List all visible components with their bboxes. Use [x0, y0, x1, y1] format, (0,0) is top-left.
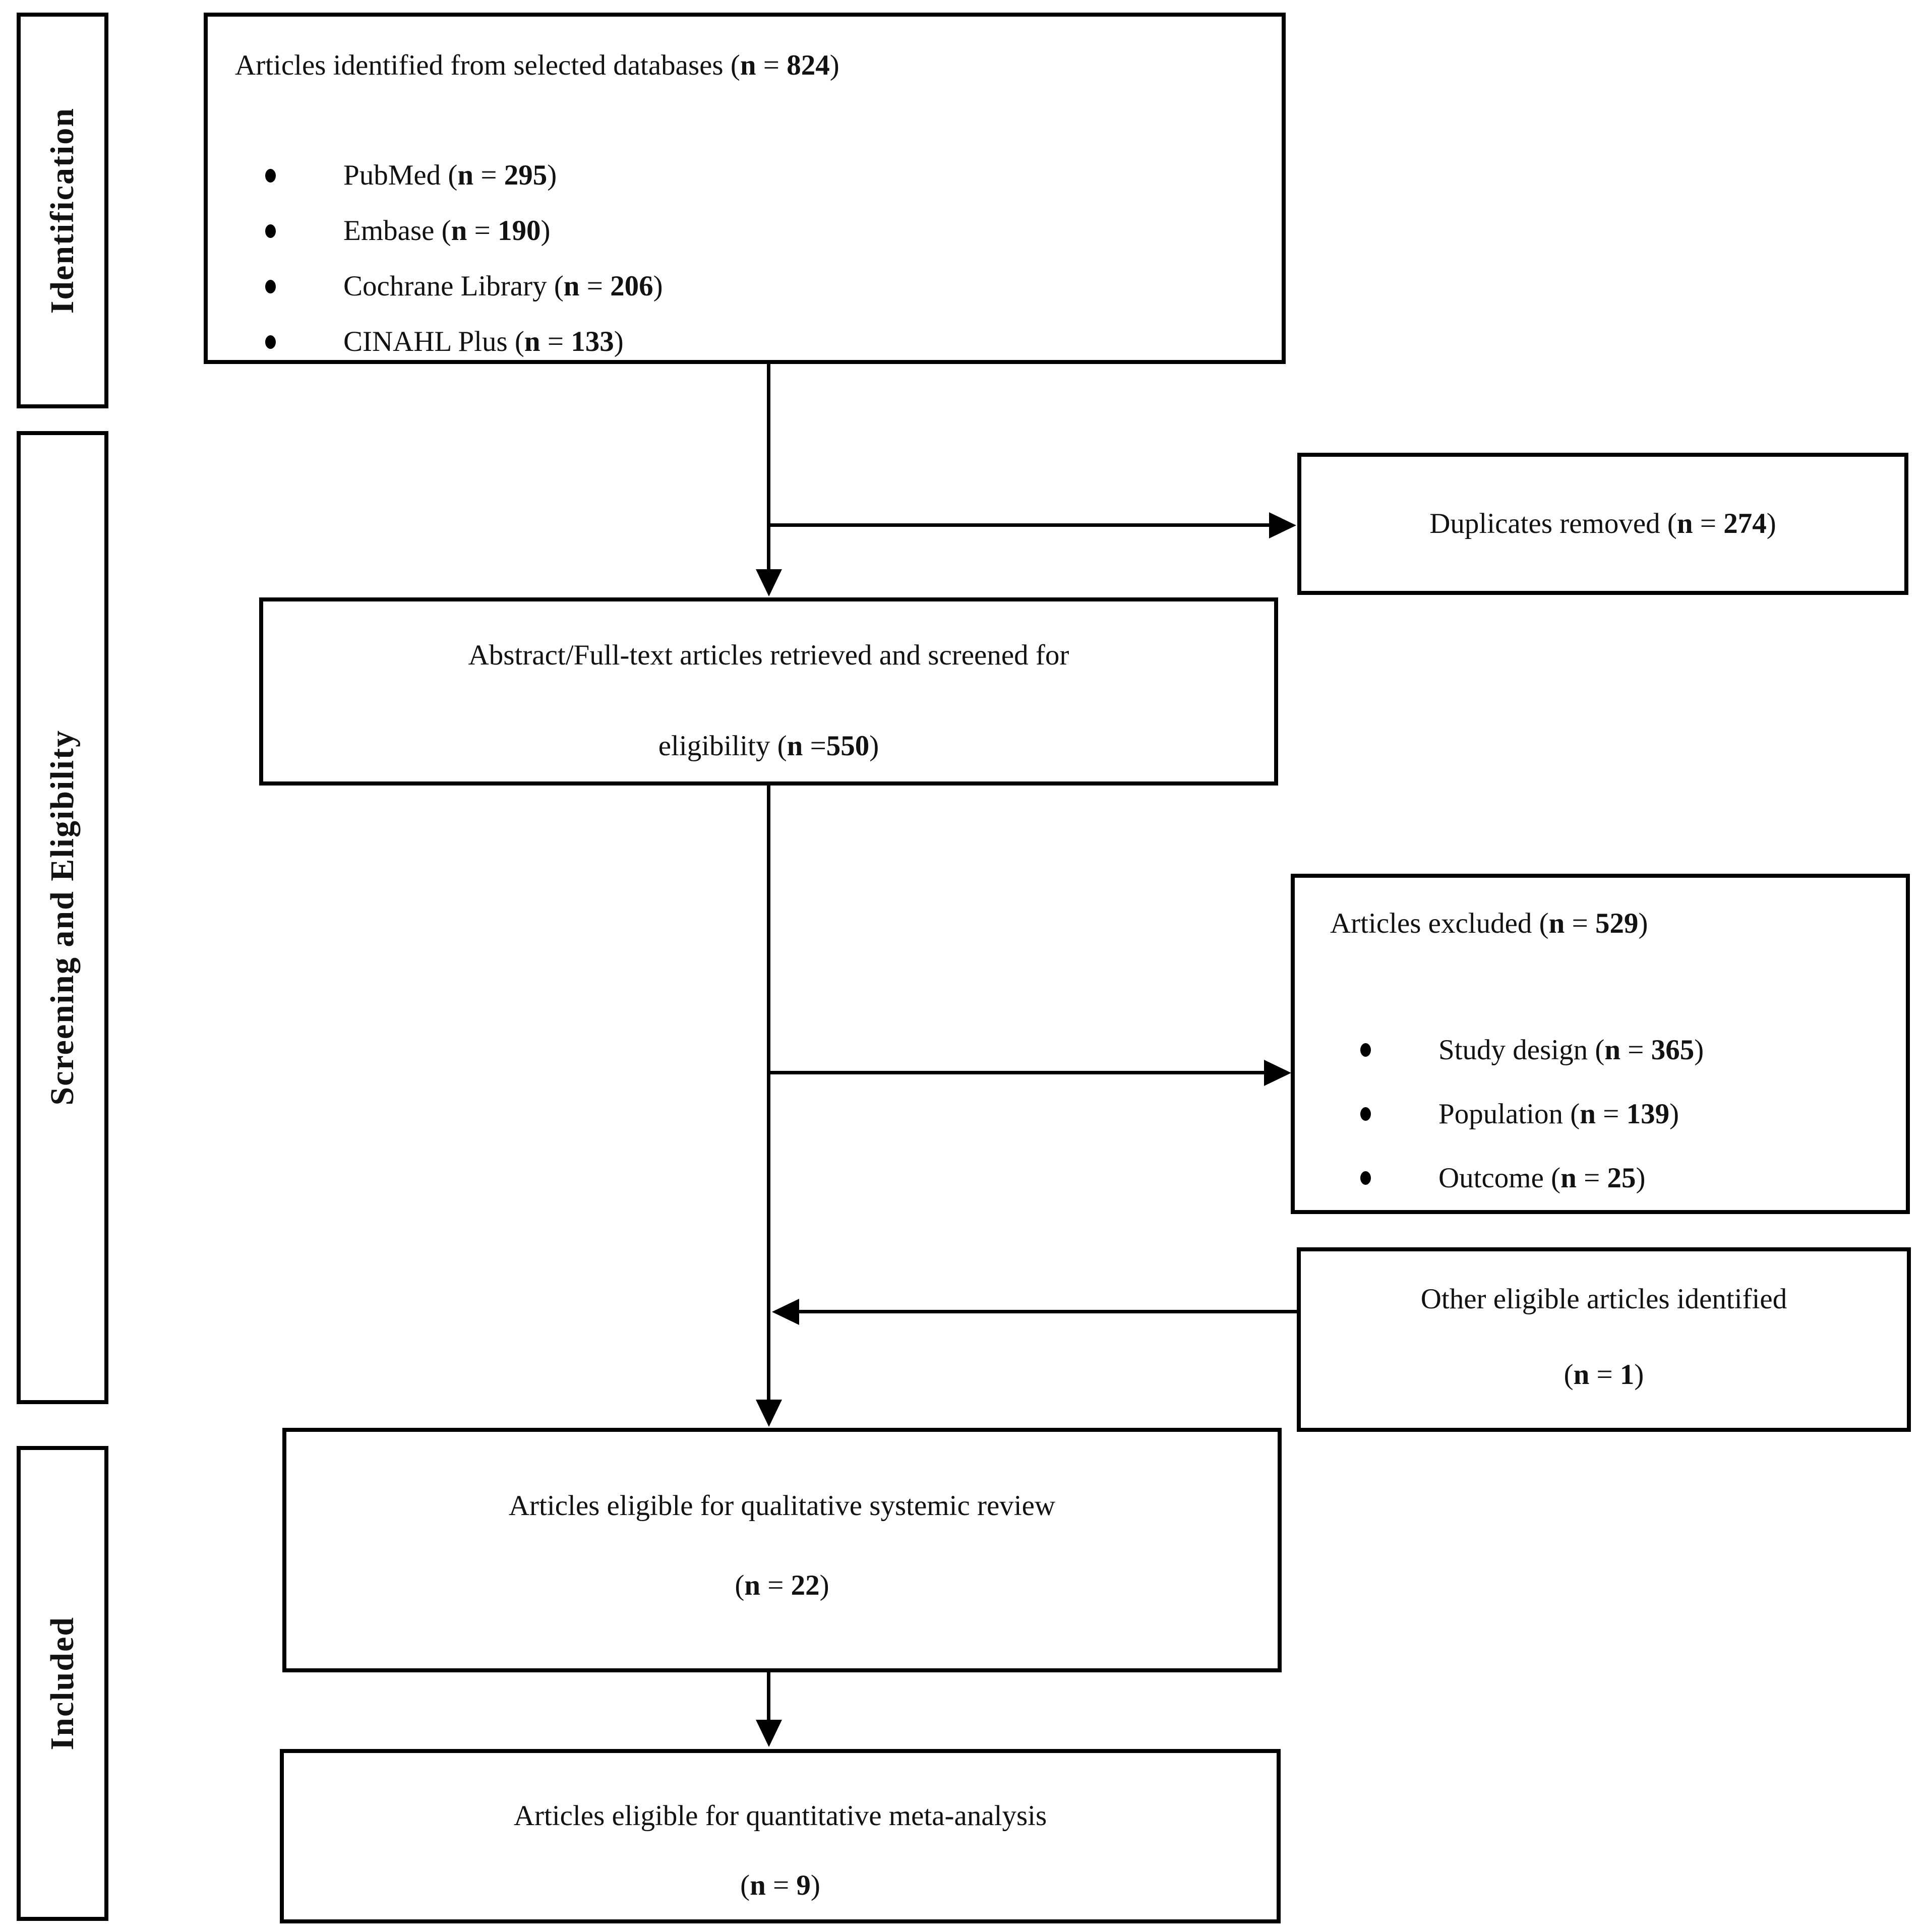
list-item-label: Cochrane Library (n = 206) — [343, 270, 663, 302]
screened-line1: Abstract/Full-text articles retrieved an… — [468, 639, 1069, 671]
list-item-label: Outcome (n = 25) — [1438, 1162, 1646, 1194]
other-eligible-line1: Other eligible articles identified — [1420, 1283, 1787, 1315]
quantitative-line2: (n = 9) — [740, 1869, 820, 1901]
bullet-icon — [1360, 1043, 1371, 1057]
quantitative-line1: Articles eligible for quantitative meta-… — [513, 1800, 1047, 1832]
arrow-down-icon — [756, 1400, 782, 1427]
excluded-title: Articles excluded (n = 529) — [1330, 908, 1648, 939]
stage-label-identification: Identification — [44, 107, 81, 314]
screened-line2: eligibility (n =550) — [658, 730, 879, 762]
qualitative-line2: (n = 22) — [735, 1569, 829, 1601]
connector-line — [767, 1071, 1266, 1074]
bullet-icon — [1360, 1107, 1371, 1121]
list-item: Outcome (n = 25) — [1330, 1146, 1891, 1210]
bullet-icon — [265, 279, 276, 293]
connector-line — [767, 523, 1271, 527]
duplicates-removed-box: Duplicates removed (n = 274) — [1297, 453, 1908, 595]
stage-box-included: Included — [17, 1446, 108, 1921]
connector-line — [767, 1672, 770, 1722]
stage-box-screening-eligibility: Screening and Eligibility — [17, 431, 108, 1404]
list-item-label: CINAHL Plus (n = 133) — [343, 326, 624, 357]
other-eligible-line2: (n = 1) — [1564, 1359, 1644, 1391]
identified-list: PubMed (n = 295) Embase (n = 190) Cochra… — [235, 148, 1261, 370]
list-item-label: PubMed (n = 295) — [343, 159, 557, 191]
bullet-icon — [1360, 1171, 1371, 1185]
list-item-label: Embase (n = 190) — [343, 215, 551, 247]
bullet-icon — [265, 335, 276, 349]
list-item-label: Population (n = 139) — [1438, 1098, 1679, 1130]
stage-box-identification: Identification — [17, 13, 108, 408]
identified-title: Articles identified from selected databa… — [235, 49, 839, 81]
list-item: PubMed (n = 295) — [235, 148, 1261, 203]
bullet-icon — [265, 168, 276, 183]
quantitative-box: Articles eligible for quantitative meta-… — [280, 1749, 1281, 1923]
bullet-icon — [265, 224, 276, 238]
arrow-right-icon — [1269, 512, 1296, 538]
arrow-left-icon — [772, 1299, 799, 1325]
arrow-down-icon — [756, 1720, 782, 1747]
identified-box: Articles identified from selected databa… — [204, 13, 1286, 364]
stage-label-included: Included — [44, 1616, 81, 1750]
connector-line — [767, 786, 770, 1402]
other-eligible-box: Other eligible articles identified (n = … — [1297, 1247, 1911, 1432]
connector-line — [799, 1310, 1297, 1313]
arrow-right-icon — [1264, 1060, 1291, 1086]
list-item: Embase (n = 190) — [235, 203, 1261, 259]
duplicates-removed-text: Duplicates removed (n = 274) — [1429, 508, 1776, 539]
excluded-list: Study design (n = 365) Population (n = 1… — [1330, 1018, 1891, 1210]
stage-label-screening-eligibility: Screening and Eligibility — [44, 730, 81, 1106]
connector-line — [767, 364, 770, 572]
list-item: Cochrane Library (n = 206) — [235, 259, 1261, 314]
list-item: CINAHL Plus (n = 133) — [235, 314, 1261, 370]
list-item: Study design (n = 365) — [1330, 1018, 1891, 1082]
excluded-box: Articles excluded (n = 529) Study design… — [1291, 874, 1910, 1214]
screened-box: Abstract/Full-text articles retrieved an… — [259, 597, 1278, 786]
qualitative-box: Articles eligible for qualitative system… — [282, 1428, 1282, 1672]
list-item-label: Study design (n = 365) — [1438, 1034, 1704, 1066]
qualitative-line1: Articles eligible for qualitative system… — [508, 1490, 1056, 1522]
list-item: Population (n = 139) — [1330, 1082, 1891, 1146]
arrow-down-icon — [756, 569, 782, 596]
